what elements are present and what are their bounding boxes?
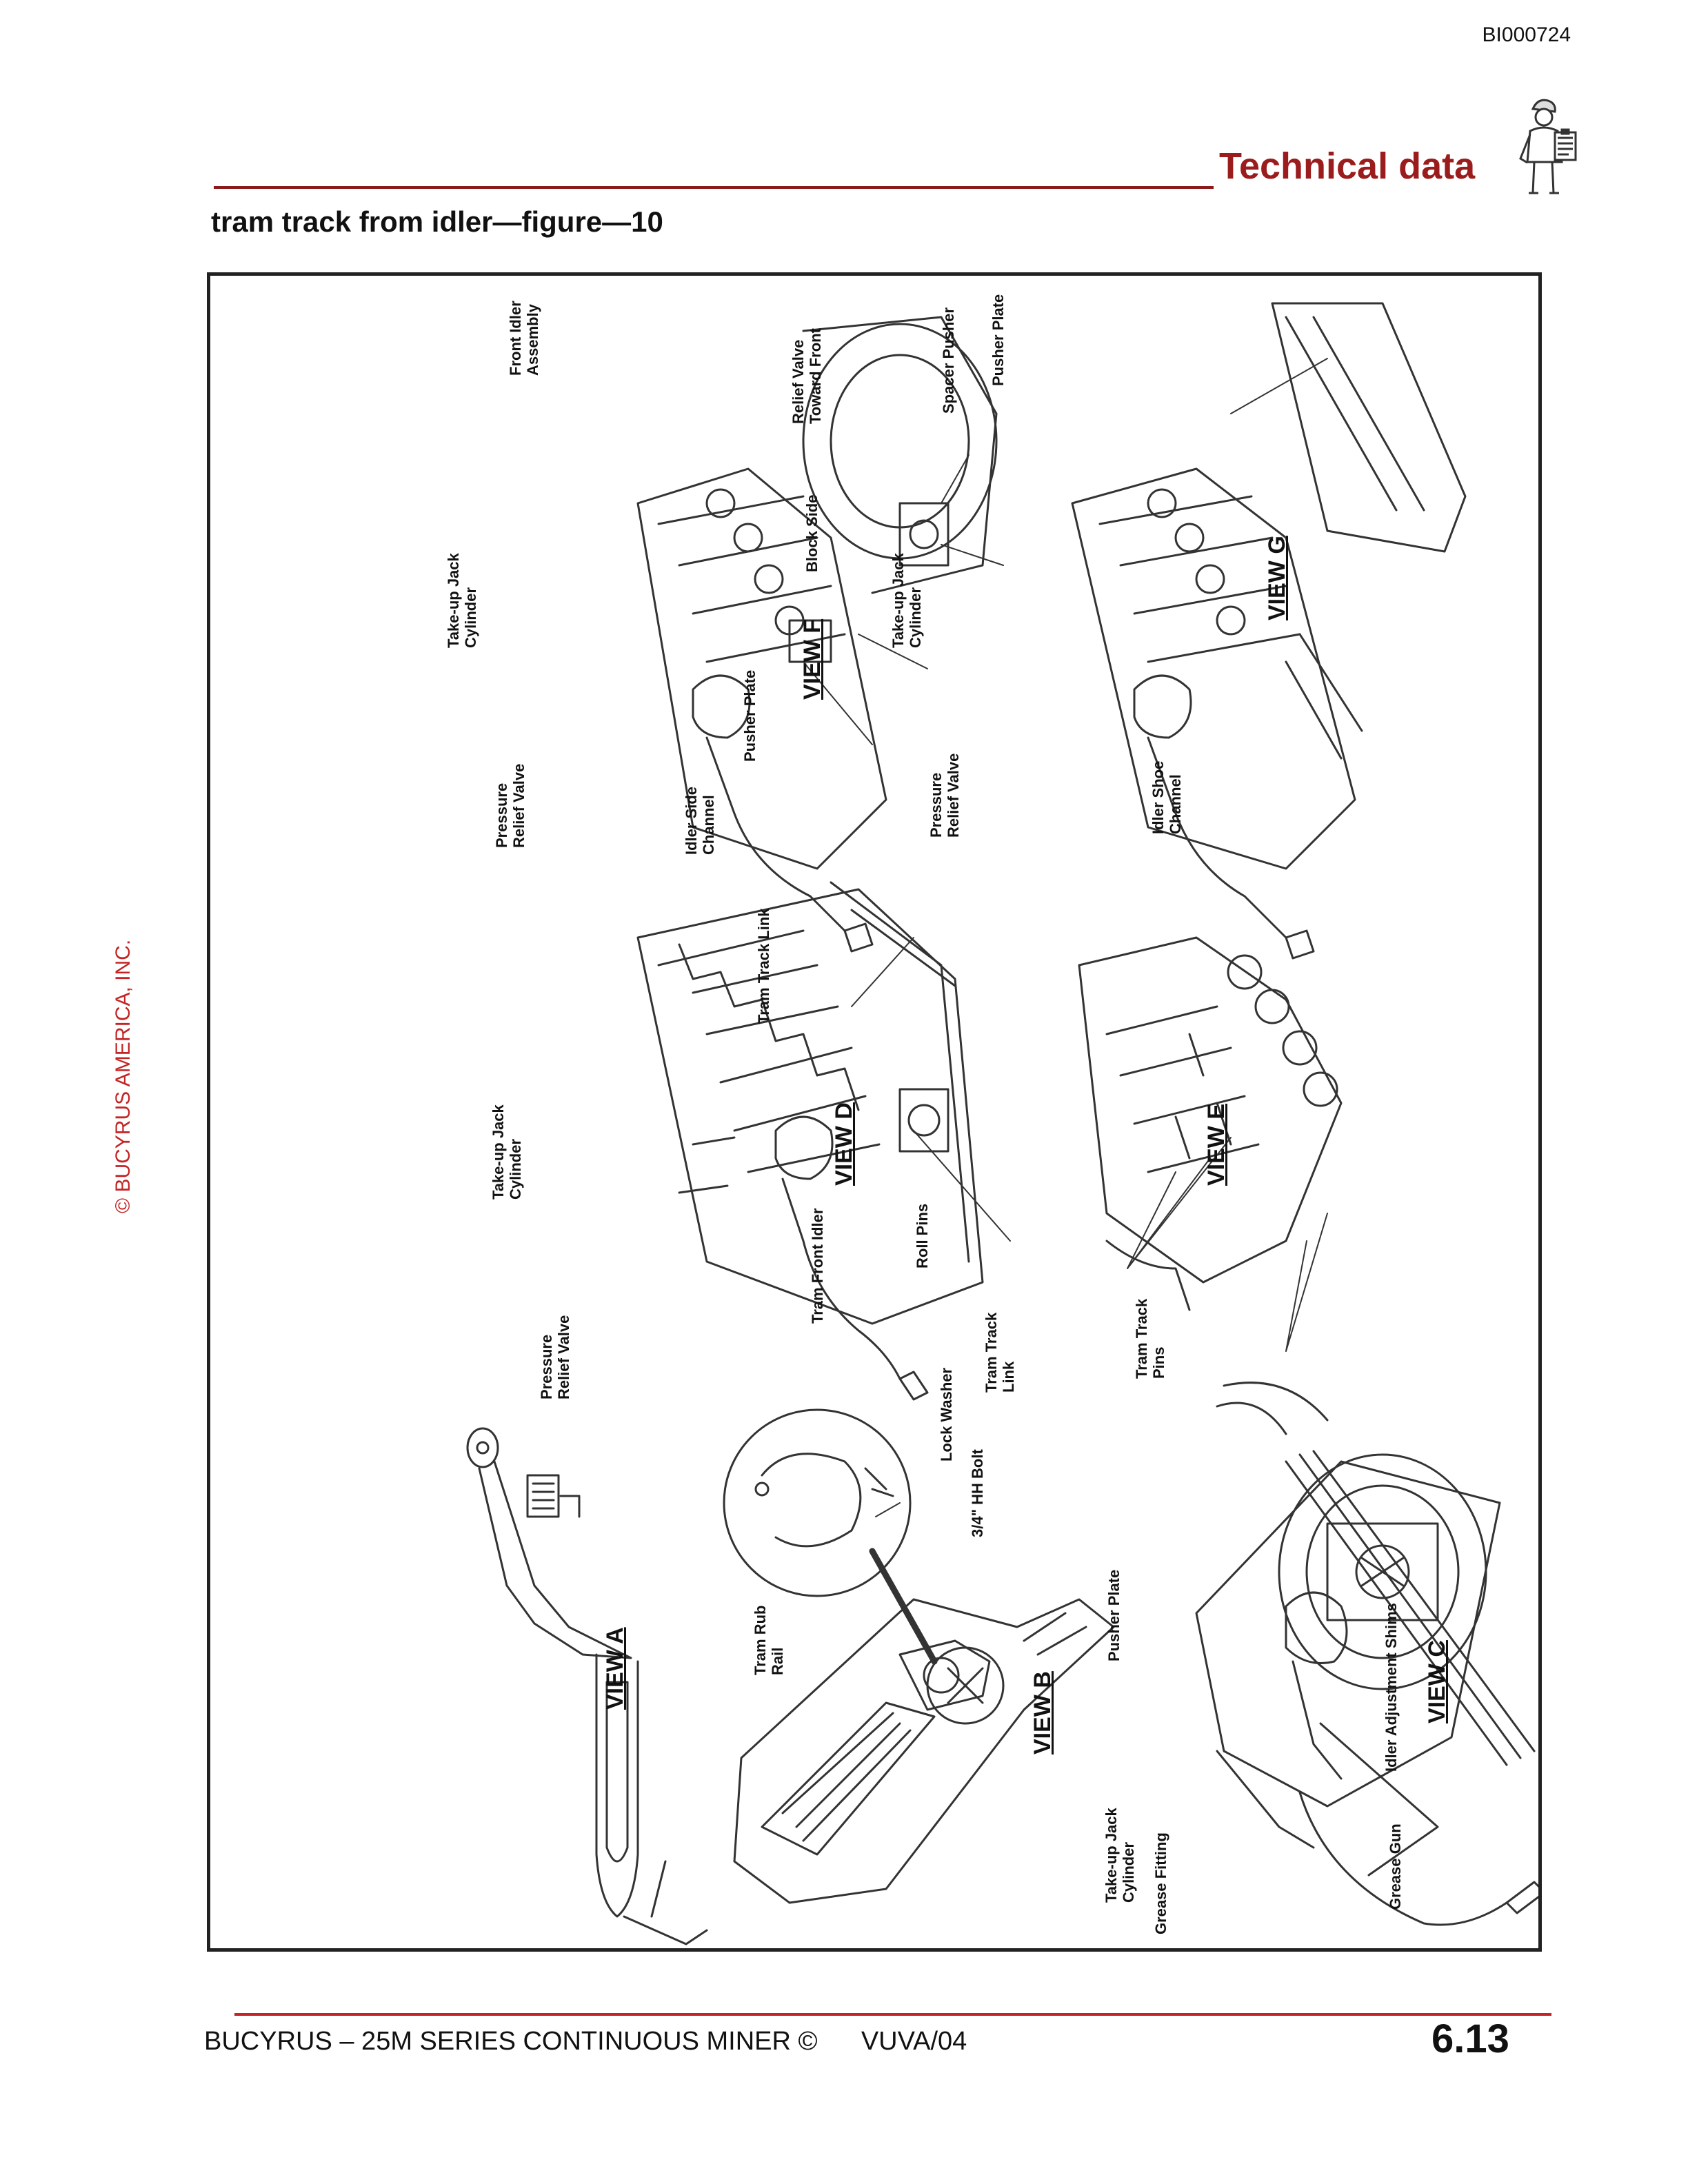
callout-relief-valve-front: Relief Valve Toward Front	[790, 328, 825, 424]
callout-pressure-relief-d: Pressure Relief Valve	[538, 1315, 573, 1399]
section-title: Technical data	[1219, 145, 1476, 187]
header-rule	[214, 186, 1214, 189]
callout-tram-front-idler: Tram Front Idler	[809, 1208, 826, 1324]
callout-spacer-pusher: Spacer Pusher	[940, 307, 957, 414]
technical-illustration	[466, 302, 1538, 1945]
technician-clipboard-icon	[1519, 99, 1577, 194]
figure-frame: VIEW A VIEW B VIEW C VIEW D VIEW E VIEW …	[207, 272, 1542, 1952]
view-g-drawing	[1071, 302, 1467, 960]
callout-take-up-jack-d: Take-up Jack Cylinder	[490, 1104, 525, 1200]
callout-hh-bolt: 3/4" HH Bolt	[969, 1449, 986, 1537]
view-c-label: VIEW C	[1424, 1640, 1450, 1723]
figure-title: tram track from idler—figure—10	[211, 205, 663, 238]
callout-take-up-jack-c: Take-up Jack Cylinder	[1103, 1808, 1138, 1903]
callout-tram-track-link-d: Tram Track Link	[755, 908, 772, 1024]
callout-grease-gun: Grease Gun	[1387, 1823, 1404, 1910]
callout-grease-fitting: Grease Fitting	[1152, 1832, 1169, 1934]
callout-tram-track-pins: Tram Track Pins	[1133, 1298, 1168, 1379]
view-e-label: VIEW E	[1203, 1103, 1229, 1186]
view-b-drawing	[723, 1408, 1115, 1904]
callout-take-up-jack-f: Take-up Jack Cylinder	[445, 553, 480, 648]
view-g-label: VIEW G	[1264, 536, 1290, 620]
callout-pressure-relief-f: Pressure Relief Valve	[493, 763, 528, 848]
callout-pusher-plate-c: Pusher Plate	[1105, 1569, 1123, 1661]
view-b-label: VIEW B	[1029, 1671, 1056, 1755]
copyright-notice: © BUCYRUS AMERICA, INC.	[112, 939, 134, 1213]
footer-rule	[234, 2013, 1551, 2016]
view-f-drawing	[636, 316, 998, 953]
callout-pusher-plate-f: Pusher Plate	[741, 669, 758, 762]
page-number: 6.13	[1431, 2016, 1509, 2061]
footer-text: BUCYRUS – 25M SERIES CONTINUOUS MINER © …	[204, 2027, 967, 2056]
callout-lock-washer: Lock Washer	[938, 1367, 955, 1462]
view-f-label: VIEW F	[799, 618, 825, 700]
view-e-drawing	[1078, 936, 1343, 1311]
callout-idler-side-channel: Idler Side Channel	[683, 786, 718, 855]
view-a-label: VIEW A	[602, 1627, 628, 1710]
view-d-drawing	[636, 881, 984, 1401]
callout-block-side: Block Side	[803, 494, 821, 572]
leader-lines	[803, 358, 1328, 1517]
callout-pressure-relief-g: Pressure Relief Valve	[927, 753, 963, 838]
callout-pusher-plate-g: Pusher Plate	[989, 294, 1007, 386]
callout-front-idler-assembly: Front Idler Assembly	[507, 301, 542, 376]
callout-idler-shims: Idler Adjustment Shims	[1383, 1603, 1400, 1772]
view-c-drawing	[1195, 1382, 1538, 1926]
callout-roll-pins: Roll Pins	[914, 1203, 931, 1268]
callout-tram-rub-rail: Tram Rub Rail	[752, 1605, 787, 1675]
callout-idler-shoe-channel: Idler Shoe Channel	[1149, 760, 1185, 834]
callout-tram-track-link-e: Tram Track Link	[983, 1312, 1018, 1393]
view-d-label: VIEW D	[831, 1102, 857, 1186]
view-a-drawing	[466, 1427, 708, 1945]
callout-take-up-jack-g: Take-up Jack Cylinder	[890, 553, 925, 648]
document-id: BI000724	[1482, 23, 1571, 46]
